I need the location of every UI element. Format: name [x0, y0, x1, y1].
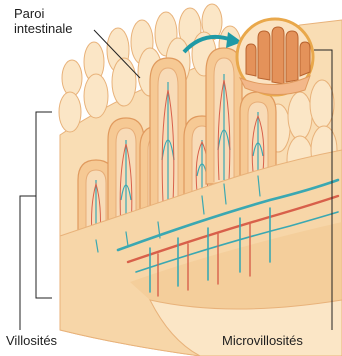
microvilli-magnifier: [237, 19, 313, 95]
paroi-label-line2: intestinale: [14, 21, 73, 36]
villus: [206, 48, 242, 184]
microvillosites-label: Microvillosités: [222, 333, 303, 348]
villosites-bracket: [36, 112, 52, 298]
villus: [240, 92, 276, 176]
paroi-label-line1: Paroi: [14, 6, 73, 21]
villus: [150, 58, 186, 206]
villosites-label: Villosités: [6, 333, 57, 348]
villosites-leader-line: [20, 196, 36, 330]
paroi-intestinale-label: Paroi intestinale: [14, 6, 73, 36]
